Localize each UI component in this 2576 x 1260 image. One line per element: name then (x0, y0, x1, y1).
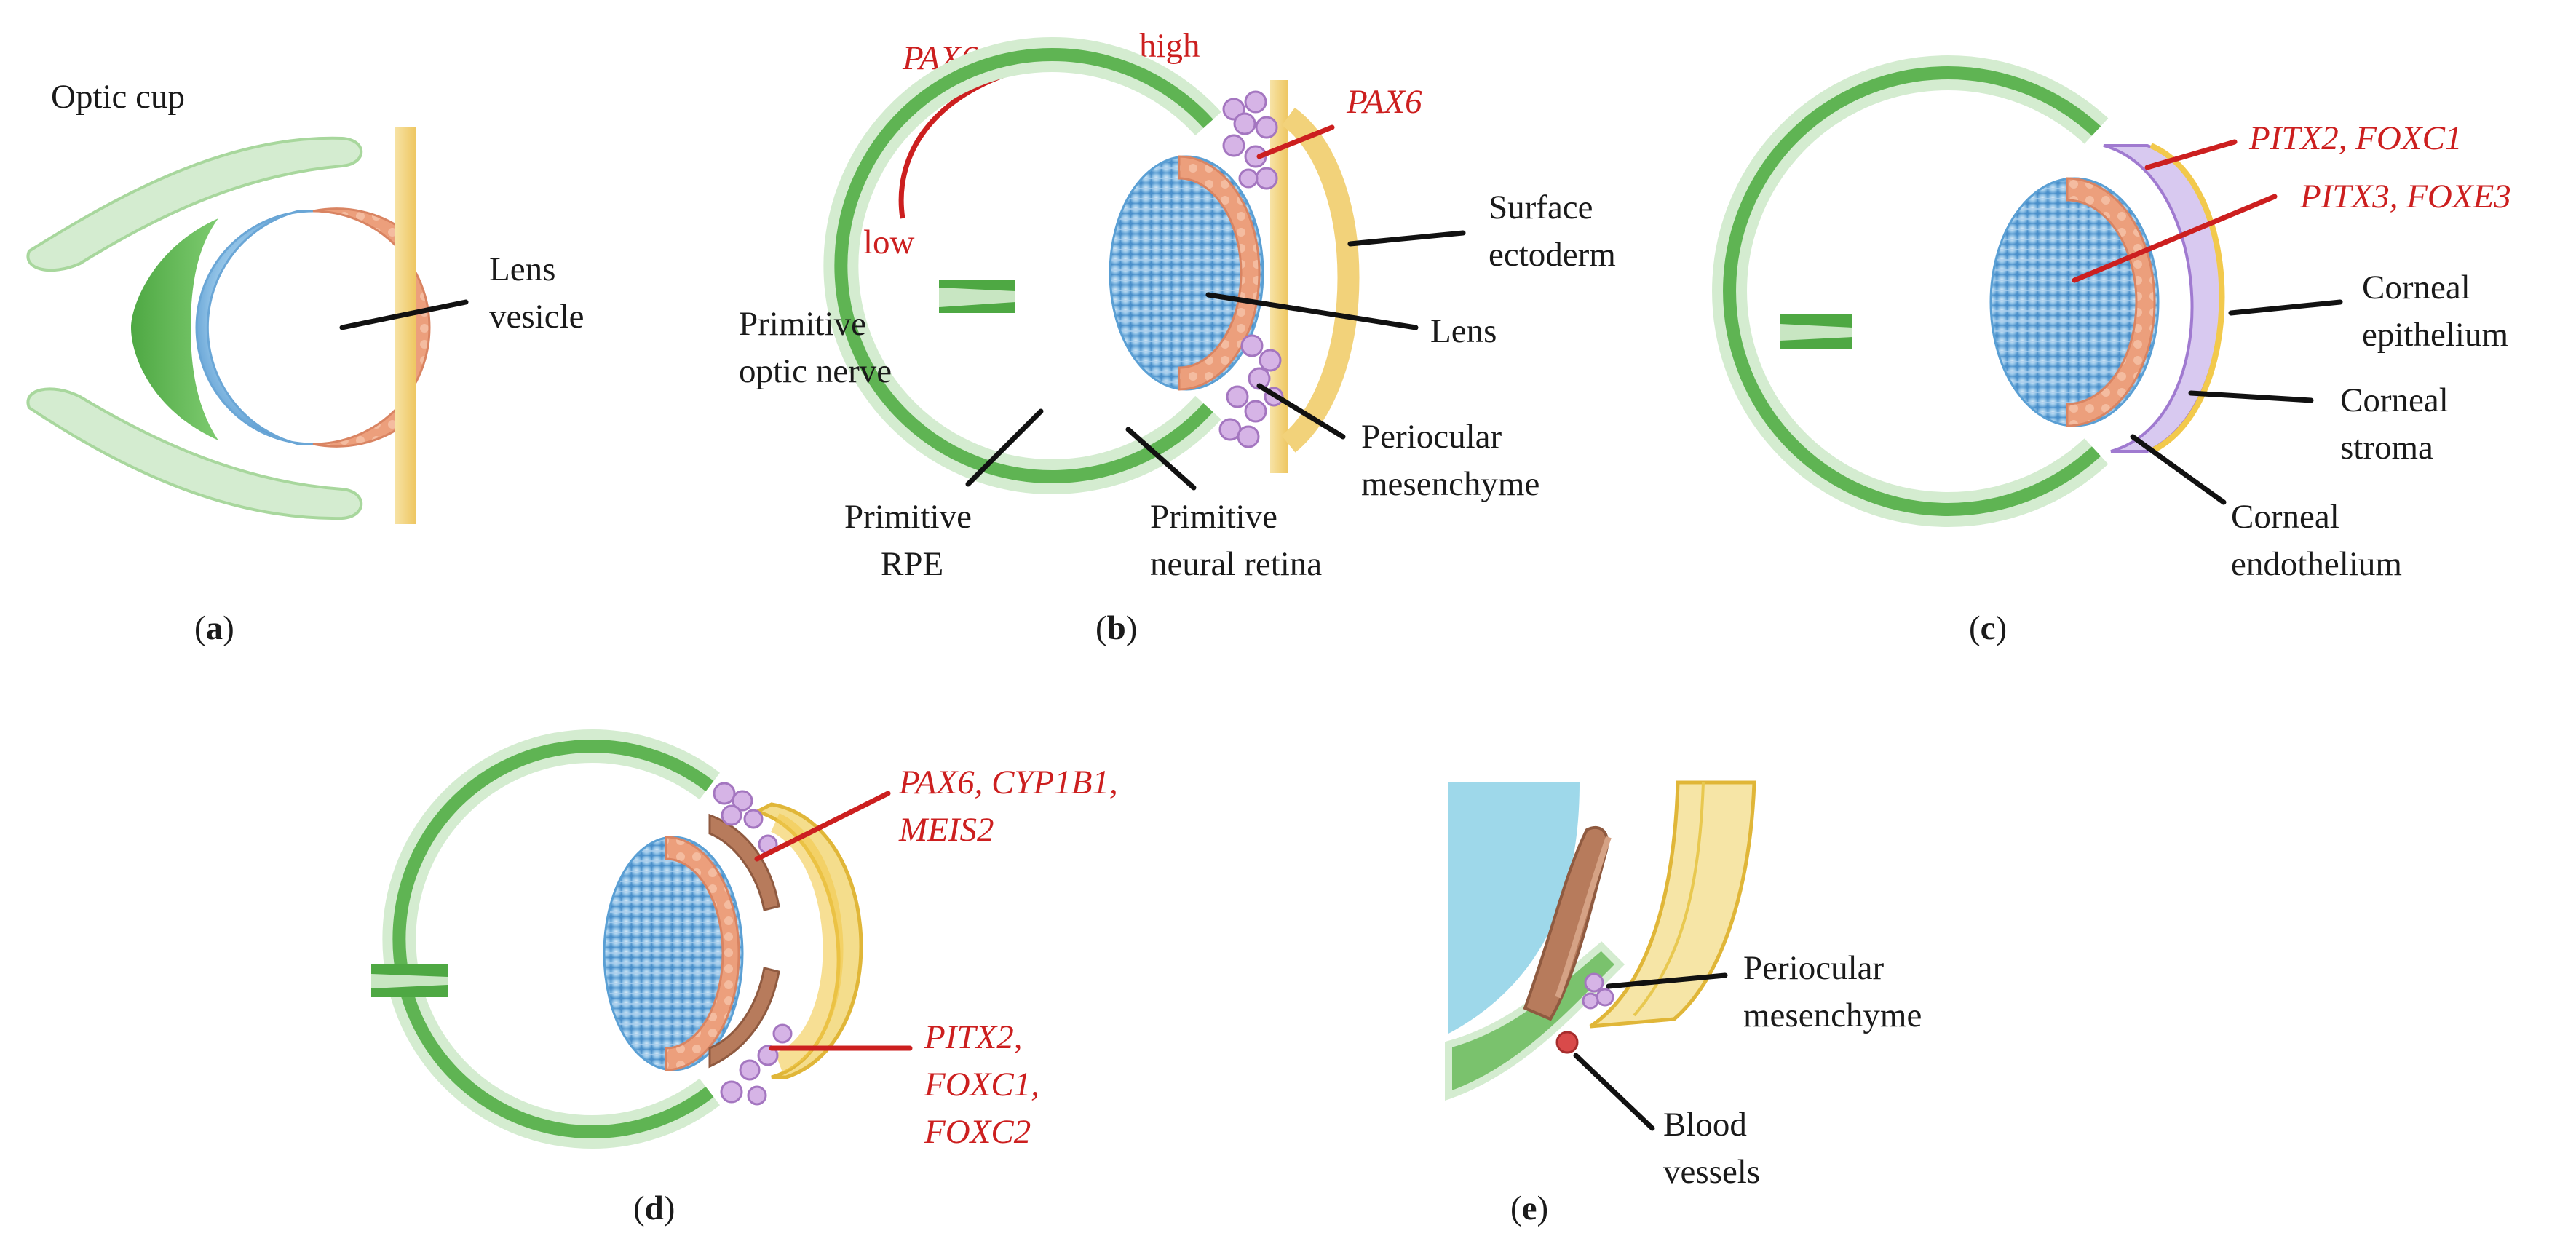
optic-nerve-line2: optic nerve (739, 352, 892, 390)
surface-ectoderm-strip (395, 127, 416, 524)
retina-line1: Primitive (1150, 498, 1277, 536)
panel-c: PITX2, FOXC1 PITX3, FOXE3 Corneal epithe… (1712, 55, 2511, 647)
periocular-line2-e: mesenchyme (1743, 996, 1922, 1034)
cornea-e (1589, 780, 1756, 1029)
optic-cup-eye-d (371, 729, 720, 1149)
lens-epithelium-b (1178, 155, 1261, 391)
epithelium-line2: epithelium (2362, 316, 2508, 354)
periocular-cells-d (713, 782, 793, 1106)
iris-e (1523, 825, 1609, 1021)
genes-upper-line2: MEIS2 (898, 811, 994, 849)
caption-c: (c) (1969, 609, 2007, 647)
epithelium-leader (2228, 299, 2343, 316)
iris-upper-d (708, 813, 780, 911)
rpe-leader (965, 408, 1044, 487)
blood-vessel-e (1555, 1031, 1579, 1054)
periocular-line1-e: Periocular (1743, 949, 1884, 987)
genes-lower-line3: FOXC2 (924, 1113, 1031, 1151)
caption-e: (e) (1510, 1189, 1548, 1227)
genes-lower-line2: FOXC1, (924, 1066, 1039, 1104)
vessels-line1: Blood (1663, 1106, 1747, 1144)
periocular-leader-e (1606, 972, 1728, 989)
optic-cup-label: Optic cup (51, 78, 185, 116)
epithelium-line1: Corneal (2362, 269, 2470, 306)
cornea-inner-d (770, 813, 844, 1073)
genes-2-label: PITX3, FOXE3 (2299, 178, 2511, 215)
genes-upper-leader (754, 791, 891, 862)
panel-d: PAX6, CYP1B1, MEIS2 PITX2, FOXC1, FOXC2 … (371, 729, 1118, 1227)
optic-cup-eye-b (823, 37, 1221, 494)
lens-leader (1205, 292, 1419, 330)
surface-ectoderm-line1: Surface (1489, 189, 1593, 226)
stroma-leader (2188, 390, 2314, 403)
lens-label: Lens (1430, 312, 1497, 350)
genes-1-leader (2144, 139, 2238, 170)
panel-e: Periocular mesenchyme Blood vessels (e) (1445, 780, 1922, 1227)
panel-a: Optic cup Lens vesicle (a) (26, 78, 584, 647)
iris-e-layer (1555, 836, 1612, 999)
optic-cup-eye-c (1712, 55, 2109, 527)
genes-1-label: PITX2, FOXC1 (2248, 119, 2462, 157)
rpe-line2: RPE (881, 545, 943, 583)
lens-vesicle-label-line1: Lens (489, 250, 555, 288)
periocular-leader-b (1256, 383, 1346, 440)
vessels-line2: vessels (1663, 1153, 1760, 1191)
lens-epithelium-d (665, 836, 740, 1071)
pax6-label: PAX6 (1346, 83, 1422, 121)
pax6-leader (1256, 124, 1335, 159)
caption-d: (d) (633, 1189, 675, 1227)
endothelium-line1: Corneal (2231, 498, 2339, 536)
genes-upper-line1: PAX6, CYP1B1, (898, 764, 1118, 801)
genes-2-leader (2072, 194, 2278, 283)
panel-b: PAX6 high low PAX6 Surface ectoderm Lens… (739, 27, 1616, 647)
gradient-low-label: low (863, 223, 915, 261)
cornea-e-lines (1633, 782, 1705, 1017)
endothelium-leader (2130, 434, 2227, 505)
periocular-cells-e (1582, 972, 1614, 1010)
lens-vesicle-label-line2: vesicle (489, 298, 584, 336)
periocular-cells-b (1218, 90, 1284, 448)
lens-c (1989, 177, 2160, 427)
optic-cup-shape (26, 136, 363, 520)
lens-epithelium-c (2066, 177, 2156, 427)
retina-line2: neural retina (1150, 545, 1322, 583)
periocular-line2-b: mesenchyme (1361, 465, 1539, 503)
gradient-high-label: high (1139, 27, 1200, 65)
sclera-green-e (1445, 941, 1625, 1101)
stroma-line1: Corneal (2340, 381, 2449, 419)
caption-b: (b) (1095, 609, 1137, 647)
lens-vesicle-leader (339, 299, 469, 330)
endothelium-line2: endothelium (2231, 545, 2402, 583)
stroma-line2: stroma (2340, 429, 2433, 467)
optic-nerve-line1: Primitive (739, 305, 866, 343)
genes-lower-line1: PITX2, (924, 1018, 1022, 1056)
retina-leader (1125, 427, 1197, 491)
anterior-chamber-e (1448, 782, 1580, 1034)
rpe-line1: Primitive (844, 498, 972, 536)
surface-ectoderm-curve-b (1281, 107, 1360, 453)
caption-a: (a) (194, 609, 234, 647)
surface-ectoderm-strip-b (1270, 80, 1288, 473)
corneal-epithelium-c (2149, 143, 2225, 454)
surface-ectoderm-line2: ectoderm (1489, 236, 1616, 274)
iris-lower-d (708, 967, 780, 1069)
vessels-leader (1573, 1053, 1655, 1131)
periocular-line1-b: Periocular (1361, 418, 1502, 456)
surface-ectoderm-leader (1347, 230, 1466, 247)
